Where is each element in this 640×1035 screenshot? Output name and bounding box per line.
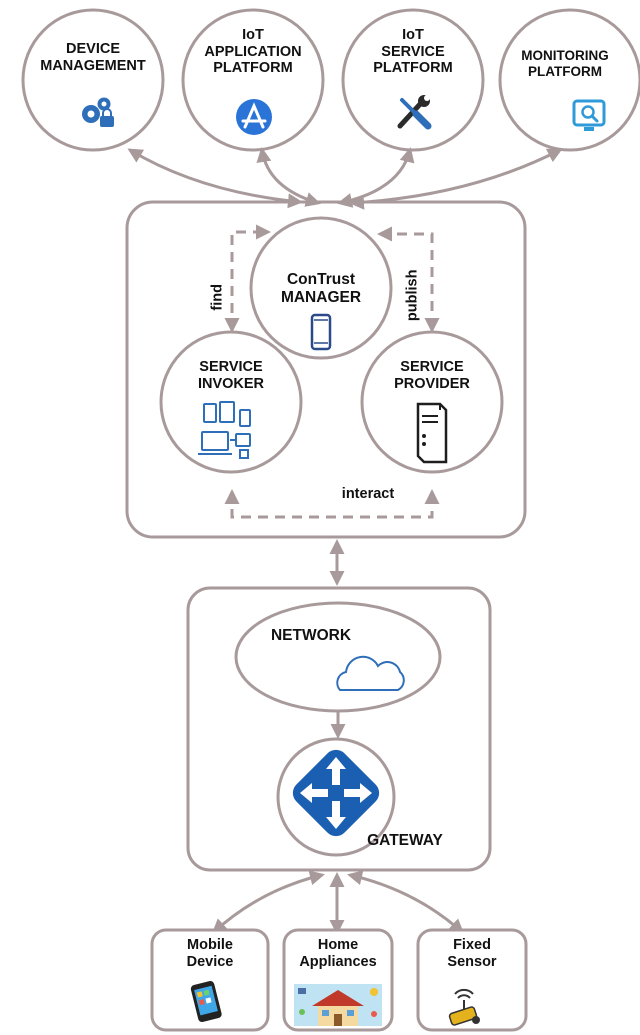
contrust-manager-circle bbox=[249, 216, 393, 360]
sensor-icon bbox=[448, 988, 480, 1026]
iot-application-platform-label: IoT APPLICATION PLATFORM bbox=[204, 27, 302, 77]
service-invoker-label: SERVICE INVOKER bbox=[197, 359, 265, 392]
mobile-device-label: Mobile Device bbox=[186, 937, 234, 970]
contrust-manager-label: ConTrust MANAGER bbox=[280, 271, 362, 306]
dashed-arrows bbox=[224, 224, 440, 519]
network-box bbox=[186, 586, 492, 872]
monitor-search-icon bbox=[572, 99, 606, 131]
gateway-label: GATEWAY bbox=[367, 832, 443, 849]
device-arrows bbox=[211, 870, 465, 935]
home-appliances-label: Home Appliances bbox=[299, 937, 377, 970]
app-store-icon bbox=[236, 99, 272, 135]
device-management-label: DEVICE MANAGEMENT bbox=[40, 41, 146, 74]
server-icon bbox=[416, 402, 448, 464]
smart-home-icon bbox=[294, 984, 382, 1026]
platform-arrows bbox=[127, 147, 563, 210]
network-label: NETWORK bbox=[270, 627, 352, 644]
gateway-arrows-icon bbox=[292, 749, 380, 837]
cloud-icon bbox=[336, 655, 405, 691]
fixed-sensor-label: Fixed Sensor bbox=[447, 937, 497, 970]
contrust-box bbox=[125, 200, 527, 539]
device-management-circle bbox=[21, 8, 165, 152]
monitoring-platform-circle bbox=[498, 8, 640, 152]
devices-icon bbox=[198, 401, 251, 459]
monitoring-platform-label: MONITORING PLATFORM bbox=[521, 48, 609, 79]
wrench-screwdriver-icon bbox=[397, 95, 432, 130]
mobile-device-box bbox=[150, 928, 270, 1032]
service-provider-label: SERVICE PROVIDER bbox=[394, 359, 470, 392]
network-ellipse bbox=[234, 601, 442, 713]
find-label: find bbox=[209, 284, 226, 311]
phone-icon bbox=[190, 981, 222, 1023]
smartphone-icon bbox=[310, 313, 332, 351]
iot-service-platform-label: IoT SERVICE PLATFORM bbox=[373, 27, 453, 77]
fixed-sensor-box bbox=[416, 928, 528, 1032]
interact-label: interact bbox=[341, 486, 395, 502]
publish-label: publish bbox=[404, 269, 421, 322]
gears-lock-icon bbox=[82, 97, 114, 127]
service-provider-circle bbox=[360, 330, 504, 474]
